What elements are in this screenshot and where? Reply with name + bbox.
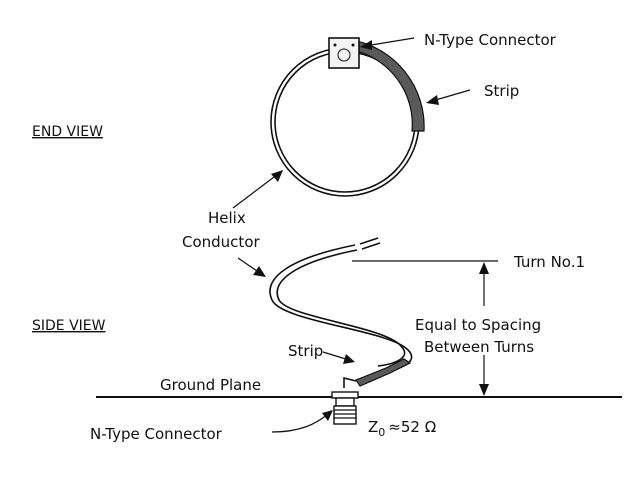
label-end-view: END VIEW xyxy=(32,124,103,140)
impedance-label: Z0≈52 Ω xyxy=(368,418,436,439)
arrowhead xyxy=(271,170,283,182)
helix-continuation xyxy=(361,242,381,250)
impedance-value: ≈52 Ω xyxy=(388,418,436,436)
arrowhead xyxy=(360,40,372,50)
impedance-subscript: 0 xyxy=(378,426,385,439)
label-n-type-connector-top: N-Type Connector xyxy=(424,31,557,49)
helix-side-outer xyxy=(269,244,413,373)
label-conductor: Conductor xyxy=(182,233,260,251)
connector-pin-end xyxy=(337,48,351,62)
label-n-type-connector-bottom: N-Type Connector xyxy=(90,425,223,443)
leader-n-type-bottom xyxy=(271,413,329,433)
helix-conductor-callout: Helix Conductor xyxy=(182,170,283,277)
label-strip-side: Strip xyxy=(288,342,323,360)
connector-screw xyxy=(333,43,337,47)
n-type-connector-side xyxy=(331,391,359,425)
side-view: SIDE VIEW Turn No.1 Equal to Spacing Bet… xyxy=(32,237,622,443)
arrowhead xyxy=(479,262,489,274)
n-type-connector-end xyxy=(328,37,360,69)
impedance-symbol: Z xyxy=(368,418,378,436)
label-helix: Helix xyxy=(208,209,246,227)
arrowhead xyxy=(479,384,489,396)
label-strip-top: Strip xyxy=(484,82,519,100)
helix-continuation xyxy=(359,237,379,245)
arrowhead xyxy=(322,410,333,421)
arrowhead xyxy=(343,354,355,364)
helix-side-inner xyxy=(276,249,406,367)
strip-arc xyxy=(351,39,425,132)
label-equal-spacing: Equal to Spacing xyxy=(415,316,541,334)
end-view: N-Type Connector Strip END VIEW xyxy=(32,31,557,197)
connector-screw xyxy=(351,43,355,47)
label-ground-plane: Ground Plane xyxy=(160,376,261,394)
strip-side xyxy=(355,358,412,387)
leader-helix-end xyxy=(232,173,279,209)
label-turn-no-1: Turn No.1 xyxy=(513,253,585,271)
arrowhead xyxy=(426,95,439,105)
arrowhead xyxy=(253,266,266,277)
feed-wire xyxy=(343,376,357,388)
label-between-turns: Between Turns xyxy=(424,338,534,356)
leader-n-type-top xyxy=(364,37,415,47)
label-side-view: SIDE VIEW xyxy=(32,318,106,334)
leader-strip-top xyxy=(431,89,471,102)
